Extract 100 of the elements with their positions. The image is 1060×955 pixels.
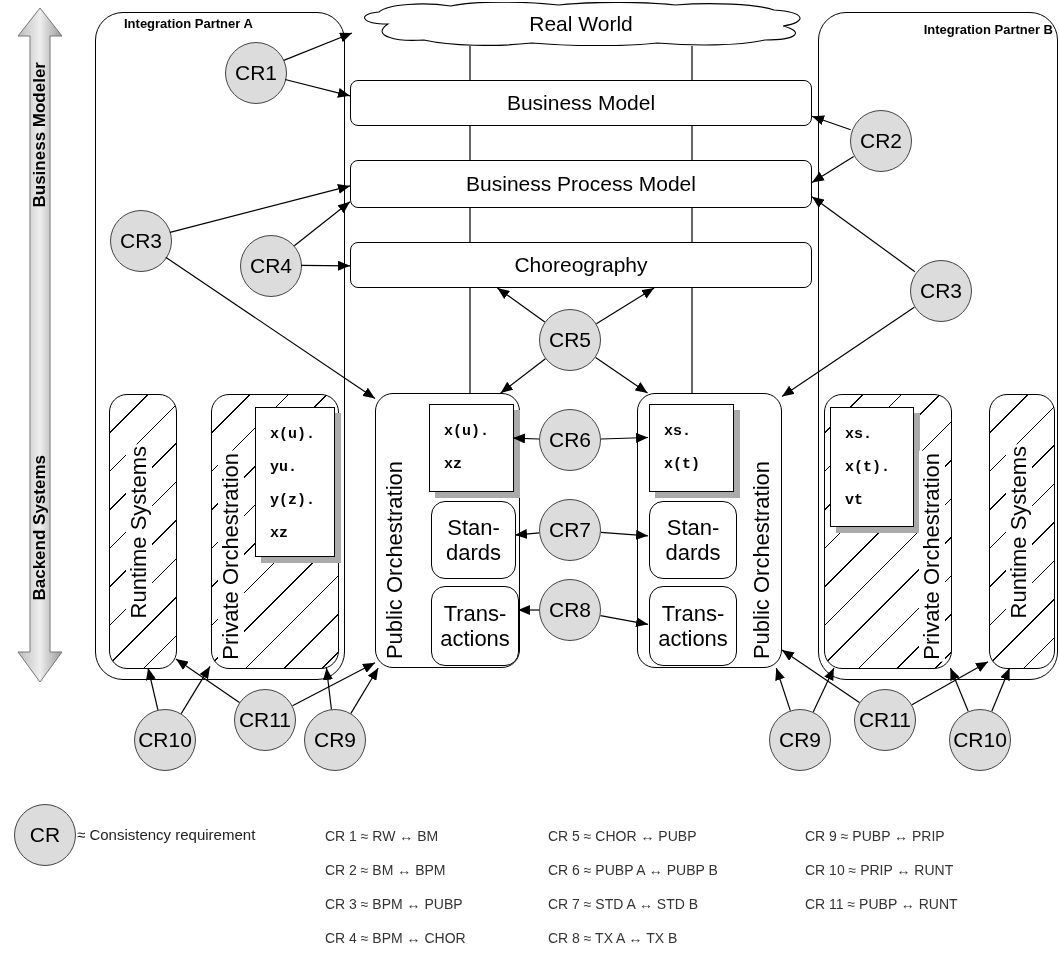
orchestration-panel (211, 394, 339, 669)
definition-text: CR 3 ≈ BPM ↔ PUBP (325, 896, 463, 912)
node-label: CR11 (858, 708, 912, 732)
runtime-panel (989, 394, 1055, 669)
arrow (293, 201, 351, 247)
node-label: CR (29, 823, 61, 847)
code-text: xs. x(t) (664, 422, 700, 475)
node-label: CR10 (953, 728, 1007, 752)
connector-line (469, 287, 471, 394)
node-label: Trans- actions (658, 601, 728, 651)
node-label: CR3 (120, 229, 162, 253)
definition-text: CR 5 ≈ CHOR ↔ PUBP (548, 828, 697, 844)
arrow (811, 155, 855, 184)
definition-text: CR 6 ≈ PUBP A ↔ PUBP B (548, 862, 718, 878)
node-label: CR6 (549, 428, 591, 452)
partner-frame (818, 12, 1058, 680)
arrow (180, 665, 211, 715)
arrow (812, 667, 835, 713)
node-label: CR3 (920, 279, 962, 303)
node-label: CR9 (779, 728, 821, 752)
connector-line (469, 207, 471, 243)
arrow (775, 667, 791, 712)
arrow (165, 256, 376, 400)
arrow (949, 667, 969, 712)
definition-text: CR 1 ≈ RW ↔ BM (325, 828, 439, 844)
node-label: CR2 (860, 129, 902, 153)
arrow (512, 433, 540, 444)
code-text: x(u). xz (444, 422, 489, 475)
arrow (811, 196, 916, 273)
arrow (781, 649, 860, 704)
model-box (350, 160, 812, 208)
arrow (169, 184, 351, 233)
connector-line (691, 207, 693, 243)
node-label: CR10 (138, 728, 192, 752)
module-box (649, 586, 737, 666)
arrow (911, 661, 989, 706)
node-label: Business Process Model (466, 172, 696, 196)
node-label: CR8 (549, 598, 591, 622)
connector-line (691, 45, 693, 81)
arrow (500, 358, 546, 394)
runtime-panel (109, 394, 177, 669)
arrow (781, 306, 915, 398)
arrow (517, 605, 540, 615)
arrow (322, 667, 333, 710)
model-box (350, 242, 812, 288)
arrow (599, 615, 649, 628)
node-label: CR1 (235, 61, 277, 85)
arrow (175, 658, 240, 704)
arrow (145, 667, 159, 711)
connector-line (691, 287, 693, 394)
arrow (595, 287, 655, 325)
definition-text: CR 10 ≈ PRIP ↔ RUNT (805, 862, 954, 878)
arrow (991, 667, 1011, 712)
axis-label: Backend Systems (30, 455, 50, 601)
node-label: Real World (529, 12, 633, 36)
panel-title: Runtime Systems (1006, 443, 1032, 620)
legend-text: ≈ Consistency requirement (77, 826, 256, 843)
axis-label: Business Modeler (30, 62, 50, 208)
definition-text: CR 8 ≈ TX A ↔ TX B (548, 930, 678, 946)
connector-line (469, 45, 471, 81)
definition-text: CR 9 ≈ PUBP ↔ PRIP (805, 828, 945, 844)
code-text: x(u). yu. y(z). xz (270, 425, 315, 544)
node-label: Business Model (506, 91, 656, 115)
arrow (291, 662, 376, 707)
frame-title: Integration Partner B (923, 22, 1053, 37)
node-label: CR4 (250, 254, 292, 278)
partner-frame (95, 12, 345, 680)
definition-text: CR 4 ≈ BPM ↔ CHOR (325, 930, 466, 946)
orchestration-panel (824, 394, 952, 669)
frame-title: Integration Partner A (124, 16, 253, 31)
arrow (514, 529, 540, 539)
node-label: CR7 (549, 518, 591, 542)
arrow (496, 287, 546, 323)
arrow (600, 432, 649, 443)
module-box (649, 501, 737, 579)
definition-text: CR 7 ≈ STD A ↔ STD B (548, 896, 699, 912)
arrow (283, 32, 353, 61)
code-text: xs. x(t). vt (845, 425, 890, 511)
connector-line (469, 125, 471, 161)
panel-title: Private Orchestration (919, 451, 945, 662)
arrow (300, 260, 351, 271)
panel-title: Runtime Systems (126, 443, 152, 620)
definition-text: CR 11 ≈ PUBP ↔ RUNT (805, 896, 958, 912)
orchestration-panel (375, 393, 520, 668)
arrow (284, 78, 351, 98)
module-box (431, 586, 519, 666)
node-label: Choreography (514, 253, 648, 277)
arrow (811, 115, 852, 131)
module-box (431, 501, 516, 579)
node-label: CR9 (314, 728, 356, 752)
node-label: Stan- dards (665, 515, 721, 565)
definition-text: CR 2 ≈ BM ↔ BPM (325, 862, 446, 878)
arrow (600, 529, 649, 540)
node-label: CR11 (238, 708, 292, 732)
node-label: Trans- actions (440, 601, 510, 651)
model-box (350, 80, 812, 126)
node-label: CR5 (549, 328, 591, 352)
orchestration-panel (637, 393, 782, 668)
node-label: Stan- dards (446, 515, 501, 565)
arrow (595, 356, 649, 394)
